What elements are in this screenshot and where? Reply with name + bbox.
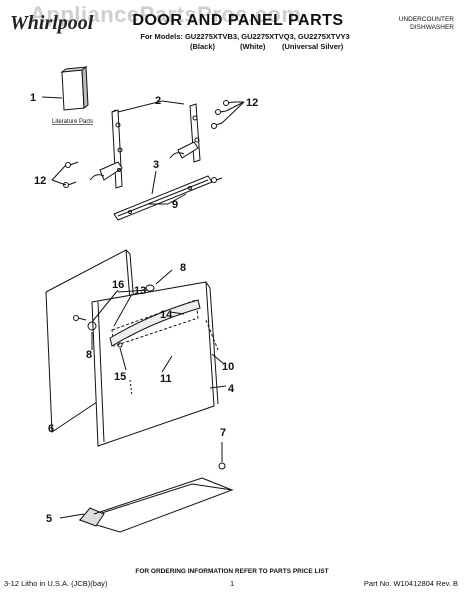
callout-7: 7 [220,427,226,439]
header-appliance: DISHWASHER [410,24,454,31]
callout-15: 15 [114,371,126,383]
literature-parts-label: Literature Parts [52,119,93,125]
literature-booklet [60,66,89,111]
model-list: For Models: GU2275XTVB3, GU2275XTVQ3, GU… [140,32,350,41]
callout-12-right: 12 [246,97,258,109]
callout-2: 2 [155,95,161,107]
callout-16: 16 [112,279,124,291]
bracket-screws [63,100,235,188]
callout-4: 4 [228,383,235,395]
litho-info: 3-12 Litho in U.S.A. (JCB)(bay) [4,579,108,588]
callout-8-left: 8 [86,349,92,361]
document-part-number: Part No. W10412804 Rev. B [363,579,458,588]
callout-6: 6 [48,423,54,435]
variant-black: (Black) [190,42,216,51]
right-door-bracket [169,103,201,163]
page-title: DOOR AND PANEL PARTS [132,12,344,29]
callout-14: 14 [160,309,173,321]
callout-8-top: 8 [180,262,186,274]
callout-13: 13 [134,285,146,297]
variant-white: (White) [240,42,266,51]
callout-9: 9 [172,199,178,211]
callout-5: 5 [46,513,52,525]
callout-1: 1 [30,92,36,104]
watermark: AppliancePartsPros.com [30,2,302,27]
leader-lines [41,96,245,519]
callout-12-left: 12 [34,175,46,187]
brand-logo: Whirlpool [10,12,94,34]
callout-11: 11 [160,373,172,385]
inner-door [91,281,219,447]
callout-3: 3 [153,159,159,171]
page-number: 1 [230,579,235,588]
header-product-type: UNDERCOUNTER [398,16,454,23]
variant-silver: (Universal Silver) [282,42,344,51]
callout-10: 10 [222,361,234,373]
toe-kick-panel [78,442,234,533]
left-door-bracket [89,109,123,189]
ordering-note: FOR ORDERING INFORMATION REFER TO PARTS … [135,568,329,575]
hinge-rail [113,175,223,221]
